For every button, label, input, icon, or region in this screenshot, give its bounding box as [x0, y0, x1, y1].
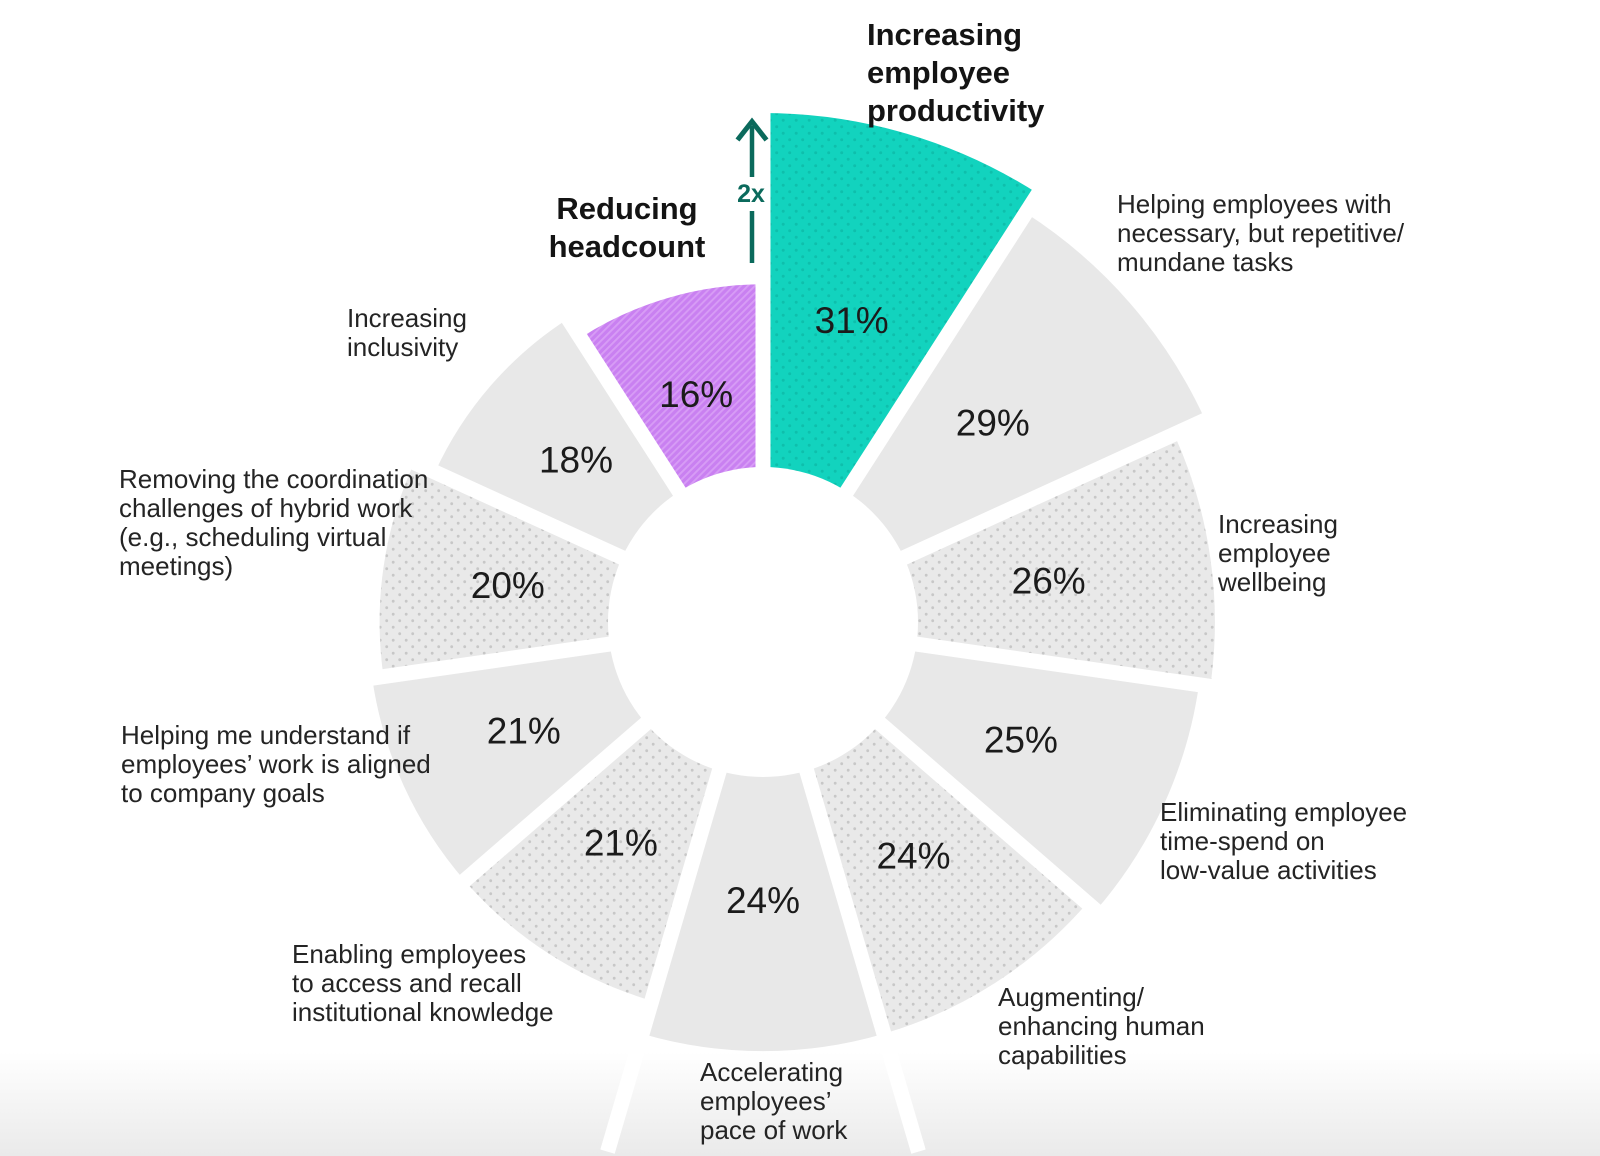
- segment-label-line: capabilities: [998, 1040, 1127, 1070]
- segment-label-line: (e.g., scheduling virtual: [119, 522, 387, 552]
- segment-label-line: time-spend on: [1160, 826, 1325, 856]
- segment-label-line: Enabling employees: [292, 939, 527, 969]
- segment-label-line: inclusivity: [347, 332, 459, 362]
- wedge-value-label: 24%: [876, 836, 950, 877]
- segment-label-line: Removing the coordination: [119, 464, 429, 494]
- segment-label-line: enhancing human: [998, 1011, 1205, 1041]
- segment-label-line: to company goals: [121, 778, 325, 808]
- wedge-accelerating-pace-of-work: [642, 622, 884, 1052]
- up-arrow-icon: [735, 117, 769, 142]
- chart-inner-circle: [608, 467, 918, 777]
- segment-label-line: Increasing: [347, 303, 467, 333]
- wedge-value-label: 21%: [487, 711, 561, 752]
- segment-label-line: Increasing: [1218, 509, 1338, 539]
- wedge-value-label: 25%: [984, 719, 1058, 760]
- segment-label-line: Augmenting/: [998, 982, 1144, 1012]
- segment-label-line: productivity: [867, 93, 1045, 128]
- wedge-value-label: 20%: [471, 565, 545, 606]
- segment-label-line: Helping me understand if: [121, 720, 411, 750]
- segment-label-line: meetings): [119, 551, 234, 581]
- segment-label-line: challenges of hybrid work: [119, 493, 413, 523]
- segment-label-line: Accelerating: [700, 1057, 844, 1087]
- wedge-value-label: 24%: [726, 880, 800, 921]
- wedge-value-label: 26%: [1012, 560, 1086, 601]
- wedge-value-label: 18%: [539, 439, 613, 480]
- segment-label-line: employees’: [700, 1086, 832, 1116]
- wedge-value-label: 16%: [659, 374, 733, 415]
- wedge-value-label: 29%: [956, 402, 1030, 443]
- segment-label-line: Helping employees with: [1117, 189, 1392, 219]
- segment-label-line: Eliminating employee: [1160, 797, 1408, 827]
- segment-label-line: institutional knowledge: [292, 997, 554, 1027]
- segment-label-line: Reducing: [556, 191, 698, 226]
- segment-label-line: employees’ work is aligned: [121, 749, 431, 779]
- segment-label-line: headcount: [548, 229, 706, 264]
- segment-label-line: employee: [867, 55, 1011, 90]
- segment-label-line: low-value activities: [1160, 855, 1377, 885]
- segment-label-line: Increasing: [867, 17, 1023, 52]
- segment-label-line: employee: [1218, 538, 1331, 568]
- wedge-value-label: 31%: [815, 300, 889, 341]
- two-x-arrow: 2x: [735, 117, 769, 263]
- segment-label-line: pace of work: [700, 1115, 848, 1145]
- segment-label-line: to access and recall: [292, 968, 522, 998]
- segment-label-line: mundane tasks: [1117, 247, 1294, 277]
- two-x-label: 2x: [737, 180, 765, 208]
- segment-label-line: wellbeing: [1218, 567, 1327, 597]
- segment-label-line: necessary, but repetitive/: [1117, 218, 1405, 248]
- wedge-value-label: 21%: [584, 823, 658, 864]
